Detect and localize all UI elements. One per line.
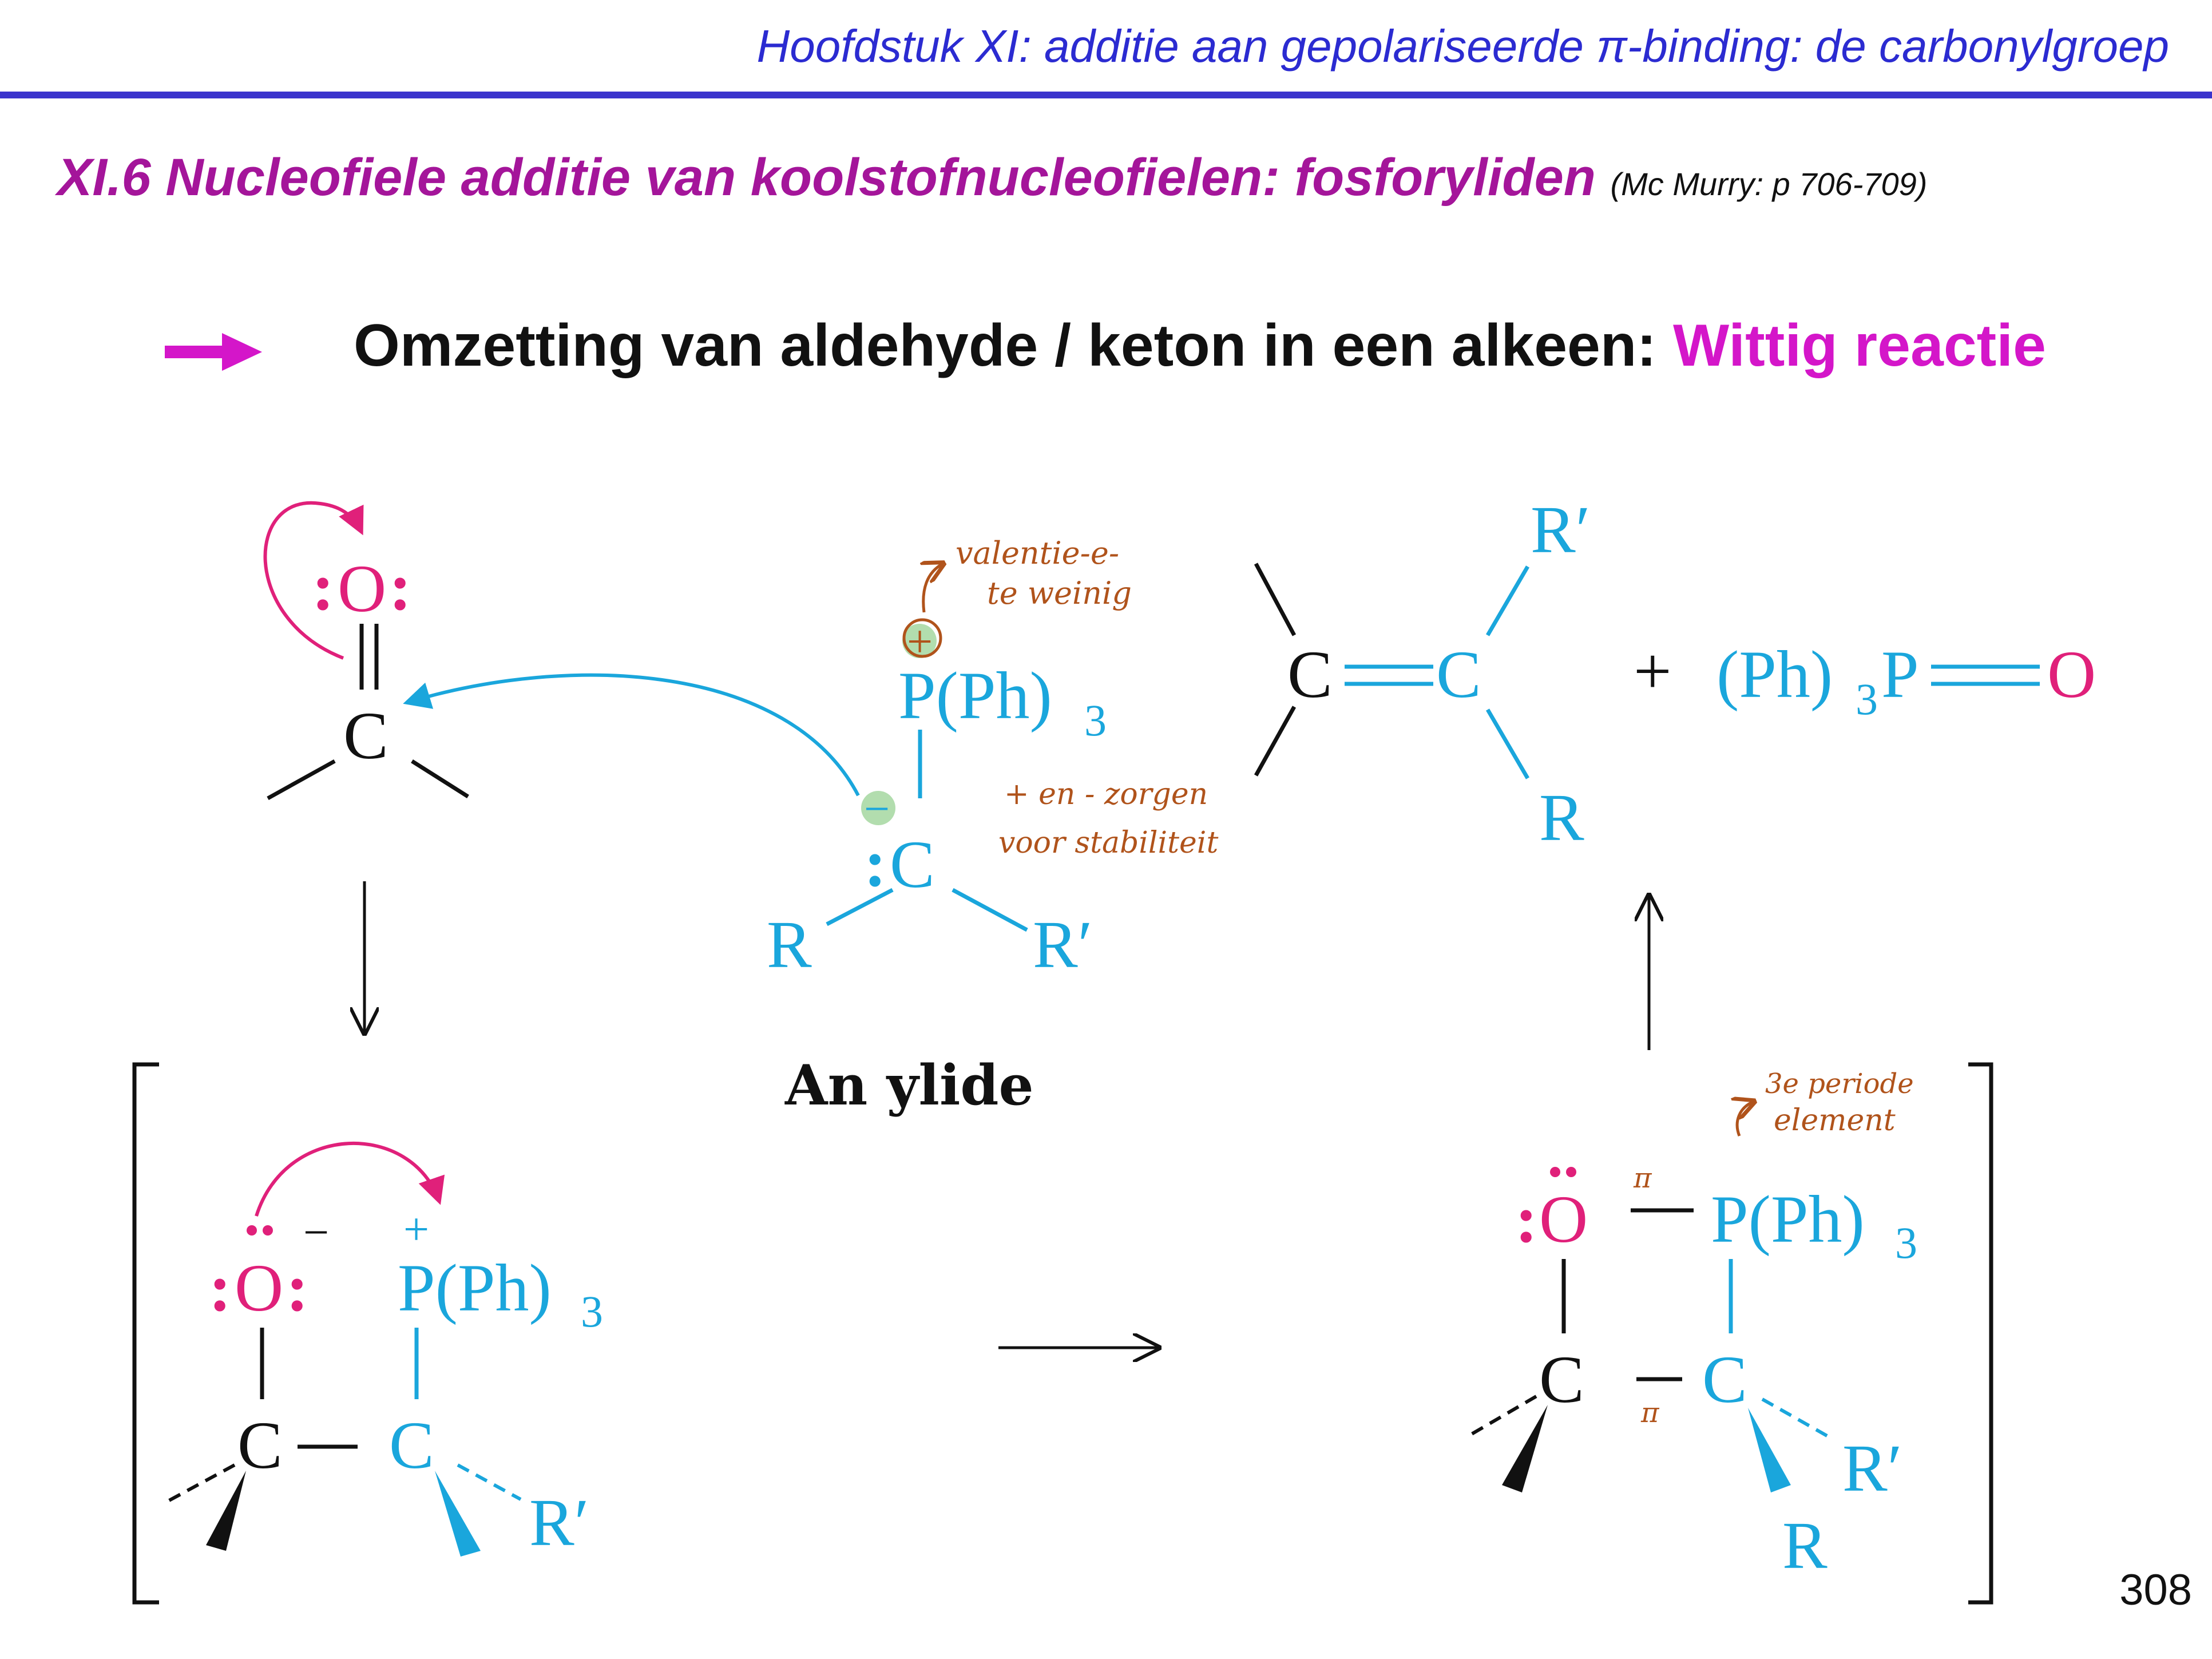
- betaine-minus-charge: −: [303, 1207, 329, 1258]
- betaine-r-prime-group: R′: [529, 1485, 589, 1560]
- ylide-label: An ylide: [784, 1053, 1034, 1118]
- betaine-carbon-left: C: [237, 1408, 283, 1483]
- note-arrow-period: [1737, 1102, 1754, 1137]
- note-stability-line2: voor stabiliteit: [998, 826, 1218, 860]
- ylide-r-group: R: [767, 907, 812, 982]
- carbonyl-curved-arrow: [263, 501, 364, 660]
- alkene-carbon-right: C: [1436, 637, 1481, 712]
- phosphine-oxide-subscript-3: 3: [1856, 674, 1878, 724]
- intro-text: Omzetting van aldehyde / keton in een al…: [354, 312, 1673, 379]
- betaine-oxygen-lone-pair-left: :: [209, 1250, 231, 1325]
- bracket-right: [1968, 1062, 1993, 1605]
- betaine-intermediate: : O : − + P(Ph) 3 C C R′: [165, 1142, 603, 1560]
- note-pi-bottom: π: [1640, 1397, 1660, 1429]
- page-number: 308: [2119, 1566, 2192, 1614]
- intro-line: Omzetting van aldehyde / keton in een al…: [354, 312, 2046, 380]
- note-pi-top: π: [1633, 1162, 1652, 1194]
- note-period-line2: element: [1774, 1103, 1896, 1138]
- carbonyl-oxygen: O: [338, 551, 386, 626]
- betaine-curved-arrow: [255, 1142, 445, 1217]
- betaine-oxygen: O: [235, 1250, 283, 1325]
- section-title-text: XI.6 Nucleofiele additie van koolstofnuc…: [57, 148, 1596, 207]
- chapter-header: Hoofdstuk XI: additie aan gepolariseerde…: [756, 21, 2169, 72]
- alkene-r-group: R: [1539, 780, 1584, 855]
- betaine-carbon-right: C: [389, 1408, 434, 1483]
- alkene-r-prime-group: R′: [1531, 492, 1591, 567]
- betaine-phosphorus: P(Ph): [398, 1250, 552, 1325]
- section-title: XI.6 Nucleofiele additie van koolstofnuc…: [57, 148, 1927, 208]
- nucleophilic-attack-arrow: [403, 673, 860, 797]
- carbonyl-molecule: : O : C: [263, 501, 469, 801]
- betaine-plus-charge: +: [403, 1205, 429, 1255]
- note-period-line1: 3e periode: [1765, 1068, 1914, 1100]
- betaine-subscript-3: 3: [581, 1286, 603, 1336]
- oxaphosphetane-subscript-3: 3: [1895, 1218, 1917, 1268]
- alkene-product: C C R′ R +: [1254, 492, 1672, 855]
- ylide-carbon: C: [890, 827, 935, 902]
- ylide-phosphorus: P(Ph): [898, 658, 1052, 733]
- phosphine-oxide-oxygen: O: [2047, 637, 2096, 712]
- oxaphosphetane-carbon-right: C: [1702, 1342, 1747, 1417]
- ylide-subscript-3: 3: [1084, 695, 1107, 745]
- ylide-r-prime-group: R′: [1033, 907, 1093, 982]
- ylide-carbon-lone-pair: :: [864, 826, 886, 901]
- carbonyl-oxygen-lone-pair-left: :: [312, 549, 334, 624]
- ylide-minus-charge: −: [864, 784, 890, 834]
- oxaphosphetane-r-group: R: [1782, 1508, 1828, 1583]
- header-divider: [0, 92, 2212, 98]
- oxaphosphetane-phosphorus: P(Ph): [1711, 1182, 1865, 1257]
- right-arrow-icon: [165, 333, 262, 371]
- plus-sign: +: [1634, 633, 1672, 708]
- oxaphosphetane-intermediate: 3e periode element : O π P(Ph) 3 C π C R…: [1466, 1068, 1917, 1583]
- note-valence-line1: valentie-e-: [956, 535, 1119, 571]
- carbonyl-carbon: C: [343, 698, 389, 773]
- carbonyl-oxygen-lone-pair-right: :: [389, 549, 411, 624]
- note-stability-line1: + en - zorgen: [1004, 777, 1208, 811]
- wittig-highlight: Wittig reactie: [1672, 312, 2047, 379]
- bracket-left: [132, 1062, 159, 1605]
- ylide-molecule: + P(Ph) 3 − : C R R′: [767, 617, 1107, 982]
- alkene-carbon-left: C: [1287, 637, 1333, 712]
- oxaphosphetane-r-prime-group: R′: [1842, 1431, 1902, 1506]
- phosphine-oxide-ph: (Ph): [1717, 637, 1833, 712]
- note-valence-line2: te weinig: [987, 575, 1132, 611]
- betaine-oxygen-lone-pair-right: :: [286, 1250, 308, 1325]
- oxaphosphetane-oxygen: O: [1539, 1182, 1588, 1257]
- phosphine-oxide-product: (Ph) 3 P O: [1717, 637, 2096, 724]
- phosphine-oxide-p: P: [1881, 637, 1919, 712]
- oxaphosphetane-oxygen-lone-pair: :: [1515, 1182, 1537, 1257]
- oxaphosphetane-carbon-left: C: [1539, 1342, 1584, 1417]
- section-reference: (Mc Murry: p 706-709): [1610, 166, 1928, 202]
- note-arrow-valence: [923, 564, 943, 613]
